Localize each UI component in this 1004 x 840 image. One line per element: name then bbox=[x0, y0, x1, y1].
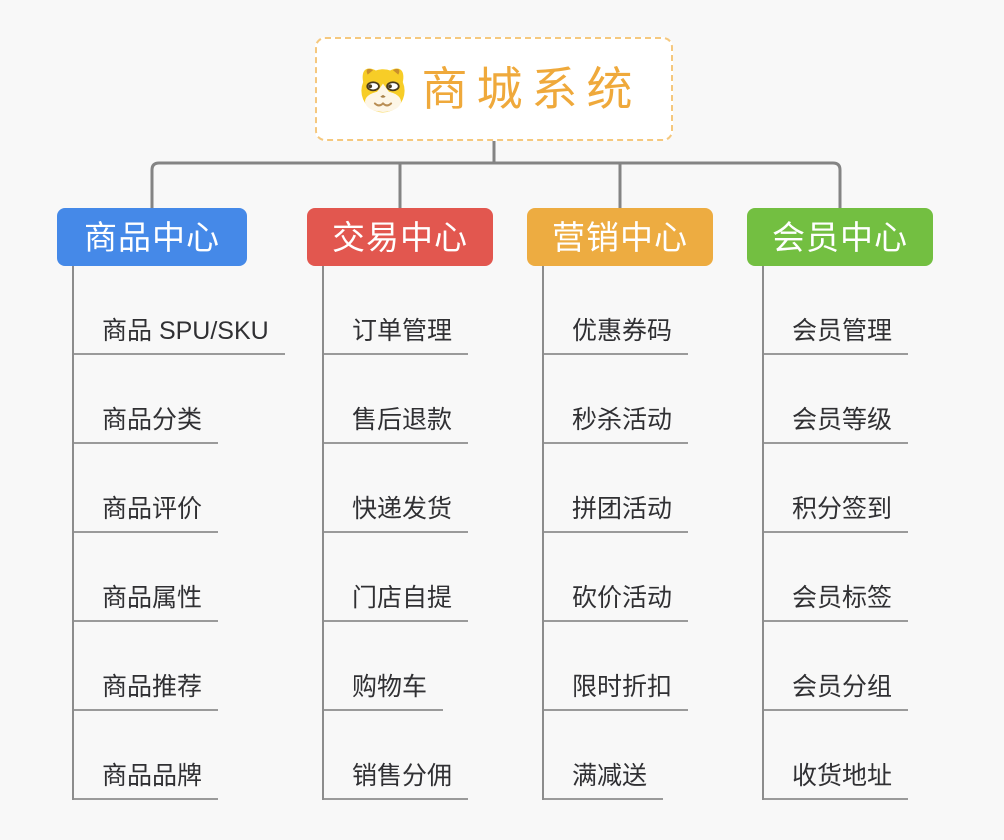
leaf-topic[interactable]: 购物车 bbox=[322, 672, 444, 711]
leaf-topic[interactable]: 优惠券码 bbox=[542, 316, 689, 355]
branch-node-product-center[interactable]: 商品中心 bbox=[57, 208, 247, 266]
leaf-topic[interactable]: 商品评价 bbox=[72, 494, 219, 533]
leaf-topic[interactable]: 商品属性 bbox=[72, 583, 219, 622]
branch-node-marketing-center[interactable]: 营销中心 bbox=[527, 208, 713, 266]
branch-label: 商品中心 bbox=[84, 218, 220, 256]
leaf-topic[interactable]: 销售分佣 bbox=[322, 761, 469, 800]
leaf-topic[interactable]: 订单管理 bbox=[322, 316, 469, 355]
branch-children-marketing-center: 优惠券码 秒杀活动 拼团活动 砍价活动 限时折扣 满减送 bbox=[542, 266, 689, 800]
leaf-topic[interactable]: 商品推荐 bbox=[72, 672, 219, 711]
root-node[interactable]: 商城系统 bbox=[315, 37, 673, 141]
leaf-topic[interactable]: 会员等级 bbox=[762, 405, 909, 444]
leaf-topic[interactable]: 售后退款 bbox=[322, 405, 469, 444]
branch-node-trade-center[interactable]: 交易中心 bbox=[307, 208, 493, 266]
leaf-topic[interactable]: 门店自提 bbox=[322, 583, 469, 622]
leaf-topic[interactable]: 积分签到 bbox=[762, 494, 909, 533]
branch-label: 会员中心 bbox=[772, 218, 908, 256]
leaf-topic[interactable]: 拼团活动 bbox=[542, 494, 689, 533]
leaf-topic[interactable]: 收货地址 bbox=[762, 761, 909, 800]
connector-lines bbox=[150, 139, 842, 208]
branch-children-product-center: 商品 SPU/SKU 商品分类 商品评价 商品属性 商品推荐 商品品牌 bbox=[72, 266, 285, 800]
root-title: 商城系统 bbox=[421, 63, 642, 115]
leaf-topic[interactable]: 砍价活动 bbox=[542, 583, 689, 622]
leaf-topic[interactable]: 秒杀活动 bbox=[542, 405, 689, 444]
leaf-topic[interactable]: 商品分类 bbox=[72, 405, 219, 444]
branch-children-trade-center: 订单管理 售后退款 快递发货 门店自提 购物车 销售分佣 bbox=[322, 266, 469, 800]
doge-face-icon bbox=[360, 68, 405, 113]
branch-label: 交易中心 bbox=[332, 218, 468, 256]
leaf-topic[interactable]: 商品 SPU/SKU bbox=[72, 316, 285, 355]
branch-node-member-center[interactable]: 会员中心 bbox=[747, 208, 933, 266]
leaf-topic[interactable]: 限时折扣 bbox=[542, 672, 689, 711]
branch-label: 营销中心 bbox=[552, 218, 688, 256]
leaf-topic[interactable]: 会员标签 bbox=[762, 583, 909, 622]
leaf-topic[interactable]: 会员管理 bbox=[762, 316, 909, 355]
leaf-topic[interactable]: 商品品牌 bbox=[72, 761, 219, 800]
leaf-topic[interactable]: 快递发货 bbox=[322, 494, 469, 533]
leaf-topic[interactable]: 满减送 bbox=[542, 761, 664, 800]
leaf-topic[interactable]: 会员分组 bbox=[762, 672, 909, 711]
branch-children-member-center: 会员管理 会员等级 积分签到 会员标签 会员分组 收货地址 bbox=[762, 266, 909, 800]
